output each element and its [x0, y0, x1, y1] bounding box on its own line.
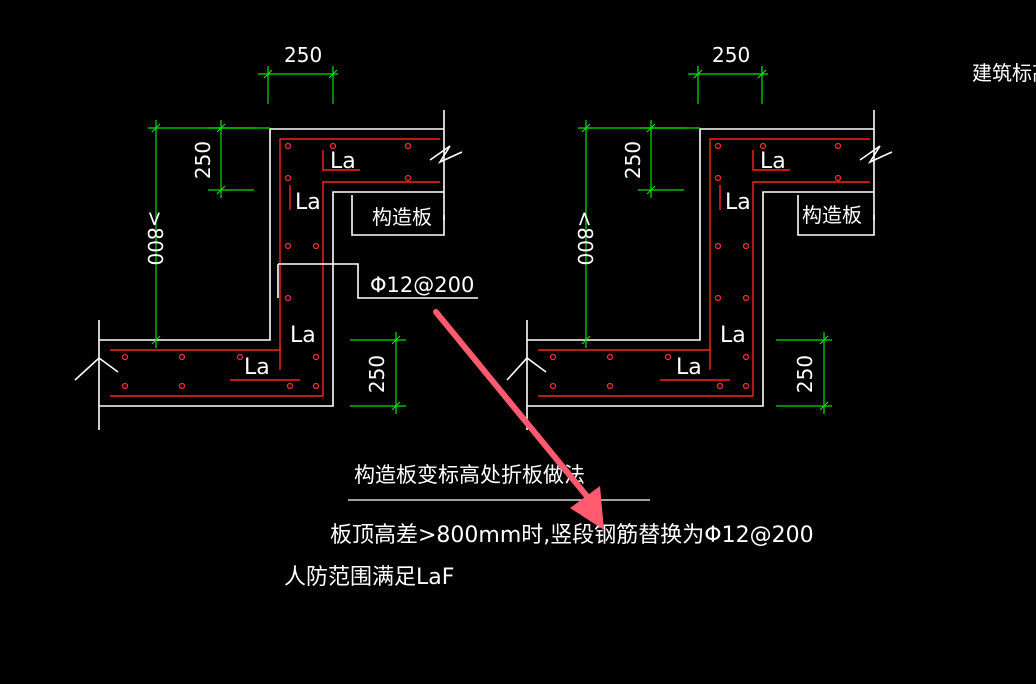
caption-note-1: 板顶高差>800mm时,竖段钢筋替换为Φ12@200	[330, 523, 814, 548]
dim-height-left: >800	[143, 211, 167, 266]
la-label-left-4: La	[244, 355, 270, 380]
la-label-left-2: La	[295, 190, 321, 215]
la-label-right-1: La	[760, 149, 786, 174]
arrow-annotation	[433, 309, 604, 530]
la-label-left-1: La	[330, 149, 356, 174]
la-label-left-3: La	[290, 323, 316, 348]
dimension-ticks-right	[581, 69, 829, 411]
arrow-head-icon	[570, 486, 604, 530]
rebar-callout-left	[277, 263, 478, 299]
la-label-right-3: La	[720, 323, 746, 348]
dim-top-right: 250	[712, 43, 750, 67]
arrow-shaft	[433, 309, 593, 503]
caption-title: 构造板变标高处折板做法	[354, 463, 585, 487]
dim-upper-left: 250	[191, 141, 215, 179]
concrete-outline-right	[506, 110, 893, 430]
detail-left: 250 250 >800 250 La La La La 构造板 Φ12@200	[74, 43, 478, 430]
rebar-callout-text: Φ12@200	[370, 273, 474, 297]
la-label-right-2: La	[725, 190, 751, 215]
dim-lower-right-left: 250	[365, 355, 389, 393]
concrete-outline-left	[74, 110, 463, 430]
rebar-dots-left	[121, 142, 412, 390]
dim-upper-right: 250	[621, 141, 645, 179]
rebar-right	[538, 138, 870, 397]
dimension-ticks-left	[151, 69, 401, 411]
rebar-left	[110, 138, 440, 397]
slab-label-right: 构造板	[802, 203, 862, 227]
corner-note: 建筑标高	[972, 61, 1036, 85]
dim-height-right: <800	[573, 211, 597, 266]
slab-label-left: 构造板	[372, 205, 432, 229]
la-label-right-4: La	[676, 355, 702, 380]
dim-lower-right-right: 250	[793, 355, 817, 393]
detail-right: 250 250 <800 250 La La La La 构造板	[506, 43, 893, 430]
caption: 构造板变标高处折板做法 板顶高差>800mm时,竖段钢筋替换为Φ12@200 人…	[284, 463, 814, 590]
dimension-lines-right	[578, 66, 832, 414]
rebar-dots-right	[549, 142, 842, 390]
dim-top-left: 250	[284, 43, 322, 67]
caption-note-2: 人防范围满足LaF	[284, 565, 454, 590]
